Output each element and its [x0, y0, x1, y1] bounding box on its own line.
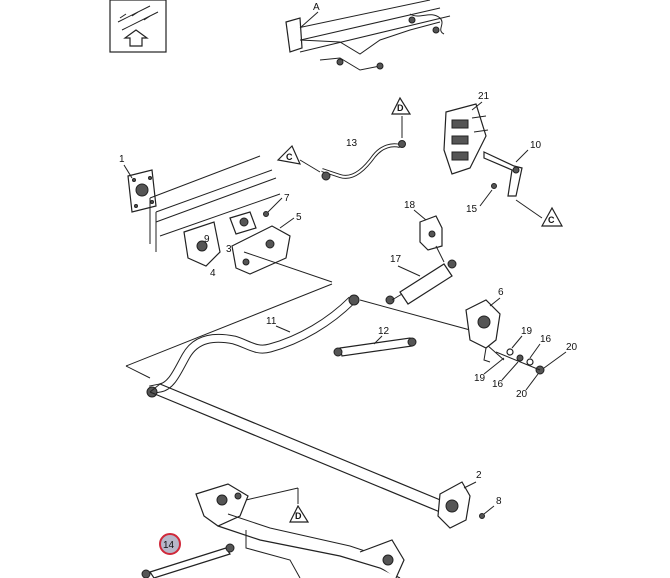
callout-6: 6 — [498, 287, 504, 298]
callout-20-top: 20 — [566, 342, 578, 353]
part-11-stabilizer-bar — [146, 294, 360, 398]
callout-5: 5 — [296, 212, 302, 223]
frame-rail-top — [285, 0, 451, 71]
view-marker-d-bottom — [289, 504, 310, 523]
part-3-clamp — [229, 211, 257, 235]
location-thumbnail[interactable] — [109, 0, 167, 53]
svg-text:D: D — [295, 511, 302, 521]
part-2-axle-end — [437, 481, 471, 529]
callout-19-bottom: 19 — [474, 373, 486, 384]
part-13-link-rod — [321, 140, 406, 181]
callout-17: 17 — [390, 254, 402, 265]
callout-4: 4 — [210, 268, 216, 279]
callout-1: 1 — [119, 154, 125, 165]
part-5-stabilizer-bracket — [231, 225, 291, 275]
part-17-damper — [385, 259, 457, 305]
hardware-stack-right — [495, 348, 545, 375]
view-marker-c-left — [276, 144, 302, 165]
part-6-axle-bracket — [465, 299, 501, 363]
callout-8: 8 — [496, 496, 502, 507]
callout-3: 3 — [226, 244, 232, 255]
axle-carrier-lower — [195, 483, 405, 578]
svg-text:C: C — [286, 152, 293, 162]
callout-16-top: 16 — [540, 334, 552, 345]
callout-15: 15 — [466, 204, 478, 215]
callout-12: 12 — [378, 326, 390, 337]
view-marker-a: A — [313, 2, 320, 13]
arrow-up-icon — [123, 29, 149, 47]
callout-13: 13 — [346, 138, 358, 149]
callout-7: 7 — [284, 193, 290, 204]
part-9-bracket — [183, 221, 221, 267]
axle-tube — [149, 383, 451, 513]
callout-21: 21 — [478, 91, 490, 102]
svg-text:C: C — [548, 215, 555, 225]
frame-rail-left — [149, 155, 281, 252]
callout-19-top: 19 — [521, 326, 533, 337]
callout-16-bottom: 16 — [492, 379, 504, 390]
callout-10: 10 — [530, 140, 542, 151]
svg-text:D: D — [397, 103, 404, 113]
callout-14: 14 — [163, 540, 175, 551]
callout-14-highlight[interactable] — [159, 533, 181, 555]
part-1-mounting-plate — [127, 169, 157, 213]
part-14-lower-rod — [141, 543, 235, 578]
part-21-valve-block — [443, 103, 489, 175]
view-marker-c-right — [540, 206, 564, 227]
view-marker-d-top — [391, 96, 412, 115]
part-18-height-sensor — [419, 215, 445, 263]
callout-20-bottom: 20 — [516, 389, 528, 400]
part-12-strut — [333, 337, 417, 357]
part-10-lever — [483, 151, 523, 197]
callout-11: 11 — [266, 316, 277, 327]
callout-18: 18 — [404, 200, 416, 211]
callout-2: 2 — [476, 470, 482, 481]
callout-9: 9 — [204, 234, 210, 245]
